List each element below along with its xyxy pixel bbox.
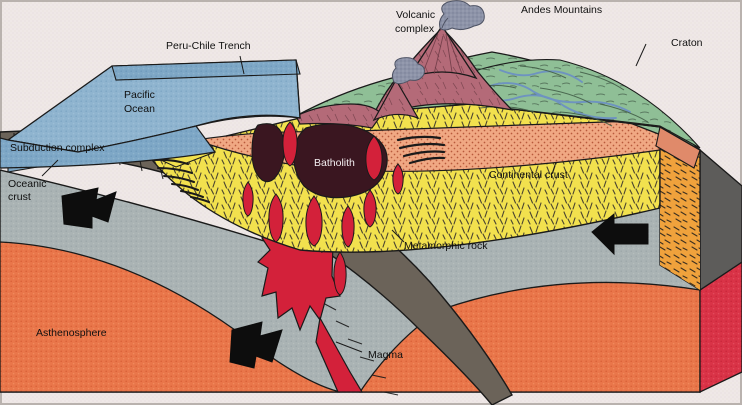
convergence-arrow-oceanic-left (61, 187, 117, 229)
thrust-wedge-arc (396, 135, 446, 165)
label-andes-mountains: Andes Mountains (521, 4, 602, 16)
label-magma: Magma (368, 349, 403, 361)
label-pacific-ocean-line1: Pacific (124, 89, 155, 101)
convergence-arrow-slab-lower (229, 321, 283, 369)
trench-axis-line (195, 115, 301, 127)
label-peru-chile-trench: Peru-Chile Trench (166, 40, 251, 52)
ocean-right-edge (295, 59, 301, 119)
ash-plume-secondary (391, 57, 425, 85)
ash-plume-main (439, 0, 485, 31)
label-oceanic-crust-line1: Oceanic (8, 178, 47, 190)
label-craton: Craton (671, 37, 703, 49)
label-volcanic-complex-line2: complex (395, 23, 435, 35)
magma-plume-tail (315, 316, 364, 393)
volcano-secondary (372, 78, 420, 122)
label-continental-crust: Continental crust (489, 169, 568, 181)
convergence-arrow-continental-right (591, 212, 649, 256)
label-asthenosphere: Asthenosphere (36, 327, 107, 339)
batholith-satellite (251, 123, 286, 183)
subduction-complex-strip (0, 125, 217, 169)
leader-lines (41, 43, 647, 353)
label-subduction-complex: Subduction complex (10, 142, 105, 154)
label-metamorphic-rock: Metamorphic rock (404, 240, 488, 252)
label-batholith: Batholith (314, 157, 355, 169)
label-oceanic-crust-line2: crust (8, 191, 31, 203)
ocean-far-rim (111, 59, 301, 81)
label-volcanic-complex-line1: Volcanic (396, 9, 435, 21)
volcanic-complex-west (295, 103, 383, 129)
magma-teardrops (242, 121, 404, 296)
volcano-main-flanks (423, 33, 463, 75)
label-pacific-ocean-line2: Ocean (124, 103, 155, 115)
